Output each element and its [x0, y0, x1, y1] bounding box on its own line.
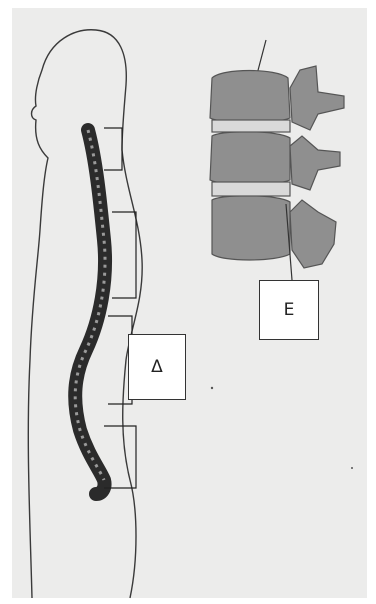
vertebral-body-1: [210, 71, 290, 123]
disc-2: [212, 182, 290, 196]
label-delta-box: Δ: [128, 334, 186, 400]
vertebral-body-2: [210, 132, 290, 185]
disc-1: [212, 120, 290, 132]
label-delta-text: Δ: [151, 357, 163, 377]
vertebral-body-3: [212, 196, 290, 260]
speckle-mark: [351, 467, 353, 469]
label-e-box: E: [259, 280, 319, 340]
speckle-mark: [211, 387, 213, 389]
label-e-text: E: [284, 300, 295, 320]
